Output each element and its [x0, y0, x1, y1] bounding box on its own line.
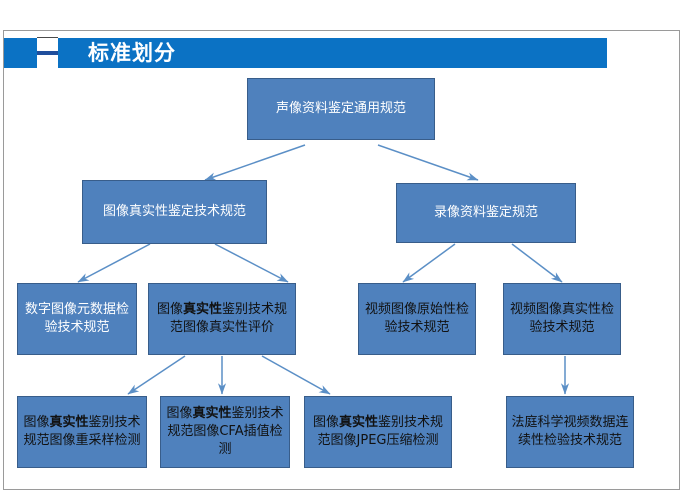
node-video-data-continuity-label: 法庭科学视频数据连续性检验技术规范 — [511, 415, 629, 448]
edge-eval-to-resample — [127, 355, 186, 395]
node-video-data-continuity[interactable]: 法庭科学视频数据连续性检验技术规范 — [506, 396, 634, 468]
edge-video-to-authentic — [511, 243, 563, 283]
node-resampling-detection[interactable]: 图像真实性鉴别技术规范图像重采样检测 — [17, 396, 147, 468]
page-border-left — [3, 30, 4, 490]
node-digital-image-metadata[interactable]: 数字图像元数据检验技术规范 — [17, 283, 137, 355]
node-image-authenticity-spec-label: 图像真实性鉴定技术规范 — [102, 204, 246, 219]
page-border-right — [679, 30, 680, 490]
node-resampling-detection-label: 图像真实性鉴别技术规范图像重采样检测 — [23, 415, 141, 448]
node-cfa-interpolation-detection[interactable]: 图像真实性鉴别技术规范图像CFA插值检测 — [160, 396, 290, 468]
node-digital-image-metadata-label: 数字图像元数据检验技术规范 — [24, 302, 129, 335]
node-root[interactable]: 声像资料鉴定通用规范 — [247, 78, 435, 140]
node-video-spec[interactable]: 录像资料鉴定规范 — [396, 183, 576, 243]
edge-image-to-metadata — [77, 243, 151, 283]
page-title: 标准划分 — [88, 41, 176, 65]
edge-root-to-image-spec — [204, 144, 306, 181]
title-bar — [58, 38, 607, 68]
node-jpeg-compression-detection[interactable]: 图像真实性鉴别技术规范图像JPEG压缩检测 — [304, 396, 452, 468]
edge-eval-to-jpeg — [261, 355, 331, 395]
node-video-authenticity[interactable]: 视频图像真实性检验技术规范 — [503, 283, 621, 355]
node-root-label: 声像资料鉴定通用规范 — [275, 101, 406, 116]
node-image-authenticity-eval[interactable]: 图像真实性鉴别技术规范图像真实性评价 — [148, 283, 296, 355]
title-dash-marker — [37, 51, 58, 55]
node-image-authenticity-eval-label: 图像真实性鉴别技术规范图像真实性评价 — [156, 302, 288, 335]
title-accent-block — [4, 38, 37, 68]
node-video-spec-label: 录像资料鉴定规范 — [433, 205, 538, 220]
page-border-top — [3, 30, 680, 31]
edge-video-to-original — [402, 243, 456, 283]
node-cfa-interpolation-detection-label: 图像真实性鉴别技术规范图像CFA插值检测 — [166, 406, 284, 457]
edge-root-to-video-spec — [377, 144, 479, 181]
node-image-authenticity-spec[interactable]: 图像真实性鉴定技术规范 — [82, 180, 267, 244]
node-video-authenticity-label: 视频图像真实性检验技术规范 — [509, 302, 614, 335]
node-jpeg-compression-detection-label: 图像真实性鉴别技术规范图像JPEG压缩检测 — [312, 415, 444, 448]
node-video-originality[interactable]: 视频图像原始性检验技术规范 — [358, 283, 476, 355]
title-notch-rule — [37, 37, 58, 38]
page-border-bottom — [3, 489, 680, 490]
edge-image-to-eval — [214, 243, 289, 283]
node-video-originality-label: 视频图像原始性检验技术规范 — [364, 302, 469, 335]
